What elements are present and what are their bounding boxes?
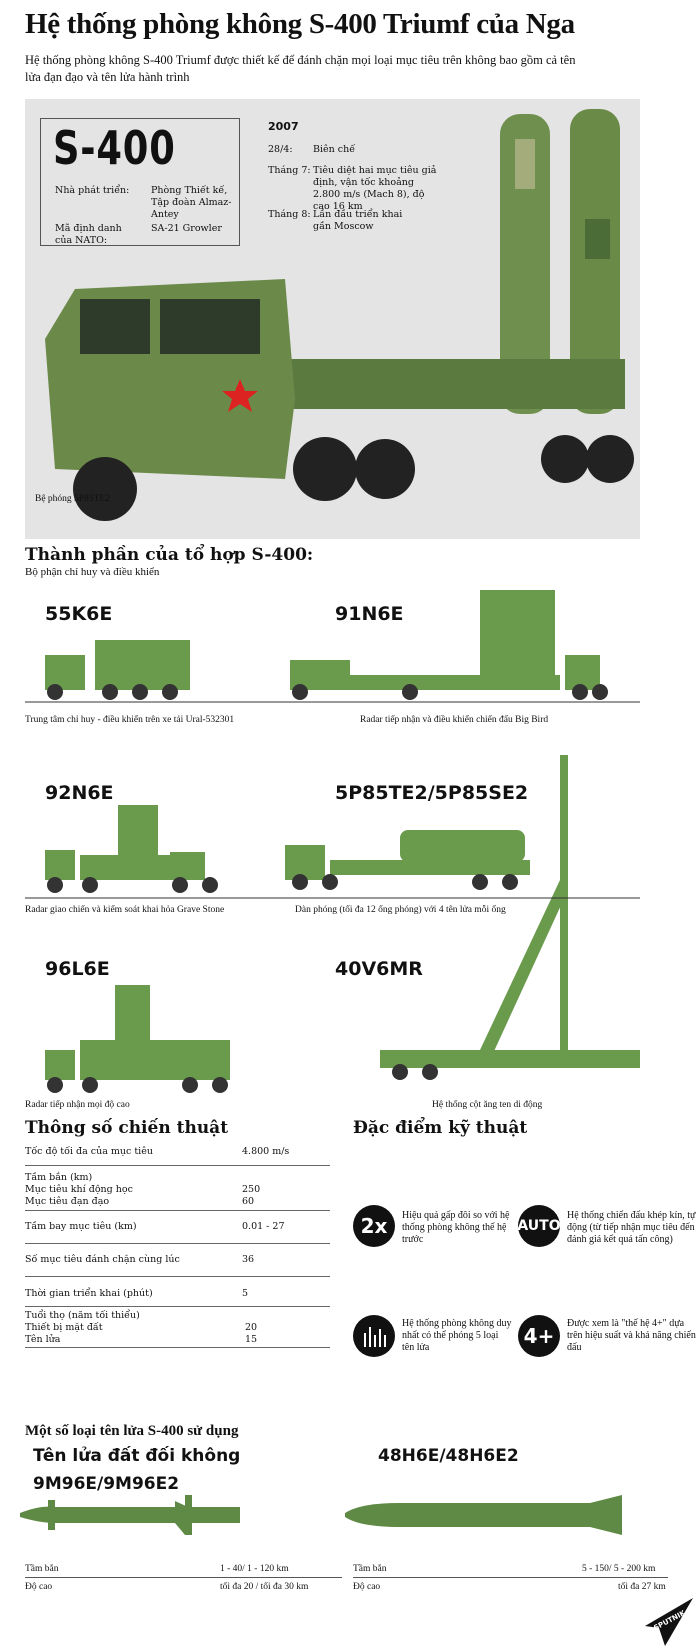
missiles-title: Một số loại tên lửa S-400 sử dụng: [25, 1423, 239, 1439]
hero-panel: [25, 99, 640, 539]
timeline-year: 2007: [268, 120, 299, 133]
4-plus-icon: 4+: [518, 1315, 560, 1357]
table-row: Thời gian triển khai (phút) 5: [25, 1288, 330, 1307]
s400-info-box: S-400 Nhà phát triển: Phòng Thiết kế, Tậ…: [40, 118, 240, 246]
missile-name: Tên lửa đất đối không: [33, 1446, 241, 1466]
component-caption: Radar giao chiến và kiểm soát khai hỏa G…: [25, 905, 225, 915]
nato-value: SA-21 Growler: [151, 223, 222, 234]
timeline-text: Biên chế: [313, 144, 356, 155]
missile-name: 9M96E/9M96E2: [33, 1474, 180, 1494]
hero-caption: Bệ phóng 5P85TE2: [35, 494, 110, 504]
component-code: 92N6E: [45, 782, 114, 804]
spec-value: tối đa 27 km: [618, 1582, 666, 1592]
row-label: Tuổi thọ (năm tối thiểu): [25, 1310, 140, 1321]
component-caption: Trung tâm chỉ huy - điều khiển trên xe t…: [25, 715, 235, 725]
timeline-text: Lần đầu triển khai gần Moscow: [313, 209, 403, 232]
spec-value: tối đa 20 / tối đa 30 km: [220, 1582, 309, 1592]
table-row: Số mục tiêu đánh chặn cùng lúc 36: [25, 1254, 330, 1277]
spec-value: 1 - 40/ 1 - 120 km: [220, 1564, 289, 1574]
spec-label: Độ cao: [25, 1582, 53, 1592]
missile-illustrations: [20, 1495, 622, 1535]
timeline-date: 28/4:: [268, 144, 293, 155]
component-caption: Hệ thống cột ăng ten di động: [432, 1100, 543, 1110]
row-label: Mục tiêu khí động học: [25, 1184, 133, 1195]
row-value: 36: [242, 1254, 255, 1265]
developer-value: Phòng Thiết kế, Tập đoàn Almaz-Antey: [151, 185, 232, 220]
system-name: S-400: [53, 121, 176, 175]
row-value: 60: [242, 1196, 255, 1207]
page-subtitle: Hệ thống phòng không S-400 Triumf được t…: [25, 53, 576, 84]
feature-text: Hệ thống chiến đấu khép kín, tự động (từ…: [567, 1210, 696, 1245]
row-label: Thời gian triển khai (phút): [25, 1288, 153, 1299]
timeline-text: Tiêu diệt hai mục tiêu giả định, vận tốc…: [313, 165, 437, 212]
component-code: 91N6E: [335, 603, 404, 625]
tactical-title: Thông số chiến thuật: [25, 1118, 229, 1138]
components-title: Thành phần của tổ hợp S-400:: [25, 545, 314, 565]
feature-text: Được xem là "thế hệ 4+" dựa trên hiệu su…: [567, 1318, 696, 1353]
row-label: Mục tiêu đạn đạo: [25, 1196, 110, 1207]
developer-label: Nhà phát triển:: [55, 185, 130, 196]
missiles-icon: [353, 1315, 395, 1357]
nato-label: Mã định danh của NATO:: [55, 223, 122, 246]
spec-label: Độ cao: [353, 1582, 381, 1592]
component-code: 40V6MR: [335, 958, 423, 980]
spec-value: 5 - 150/ 5 - 200 km: [582, 1564, 656, 1574]
timeline-date: Tháng 8:: [268, 209, 311, 220]
component-code: 55K6E: [45, 603, 113, 625]
component-illustrations: [25, 590, 640, 1093]
row-value: 5: [242, 1288, 249, 1299]
2x-icon: 2x: [353, 1205, 395, 1247]
page-title: Hệ thống phòng không S-400 Triumf của Ng…: [25, 8, 575, 40]
row-value: 15: [245, 1334, 258, 1345]
component-code: 96L6E: [45, 958, 110, 980]
missile-name: 48H6E/48H6E2: [378, 1446, 519, 1466]
spec-label: Tầm bắn: [353, 1564, 387, 1574]
component-caption: Dàn phóng (tối đa 12 ống phóng) với 4 tê…: [295, 905, 506, 915]
table-row: Tốc độ tối đa của mục tiêu 4.800 m/s: [25, 1146, 330, 1166]
table-row: Tuổi thọ (năm tối thiểu)Thiết bị mặt đất…: [25, 1310, 330, 1348]
table-row: Tầm bay mục tiêu (km) 0.01 - 27: [25, 1221, 330, 1244]
launcher-illustration: [45, 109, 634, 521]
row-value: 4.800 m/s: [242, 1146, 290, 1157]
sputnik-logo: SPUTNIK: [645, 1598, 693, 1646]
feature-text: Hiệu quả gấp đôi so với hệ thống phòng k…: [402, 1210, 510, 1245]
row-label: Số mục tiêu đánh chặn cùng lúc: [25, 1254, 180, 1265]
components-subtitle: Bộ phận chỉ huy và điều khiển: [25, 566, 160, 578]
missile-spec-row: [353, 1560, 668, 1578]
row-label: Tầm bay mục tiêu (km): [25, 1221, 137, 1232]
row-value: 250: [242, 1184, 261, 1195]
spec-label: Tầm bắn: [25, 1564, 59, 1574]
row-label: Tên lửa: [25, 1334, 61, 1345]
component-caption: Radar tiếp nhận mọi độ cao: [25, 1100, 130, 1110]
auto-icon: AUTO: [517, 1205, 561, 1247]
feature-text: Hệ thống phòng không duy nhất có thể phó…: [402, 1318, 512, 1353]
row-value: 20: [245, 1322, 258, 1333]
timeline-date: Tháng 7:: [268, 165, 311, 176]
missile-spec-row: [25, 1560, 342, 1578]
row-label: Thiết bị mặt đất: [25, 1322, 103, 1333]
row-label: Tầm bắn (km): [25, 1172, 93, 1183]
features-title: Đặc điểm kỹ thuật: [353, 1118, 528, 1138]
row-value: 0.01 - 27: [242, 1221, 285, 1232]
component-caption: Radar tiếp nhận và điều khiển chiến đấu …: [360, 715, 549, 725]
component-code: 5P85TE2/5P85SE2: [335, 782, 529, 804]
row-label: Tốc độ tối đa của mục tiêu: [25, 1146, 153, 1157]
